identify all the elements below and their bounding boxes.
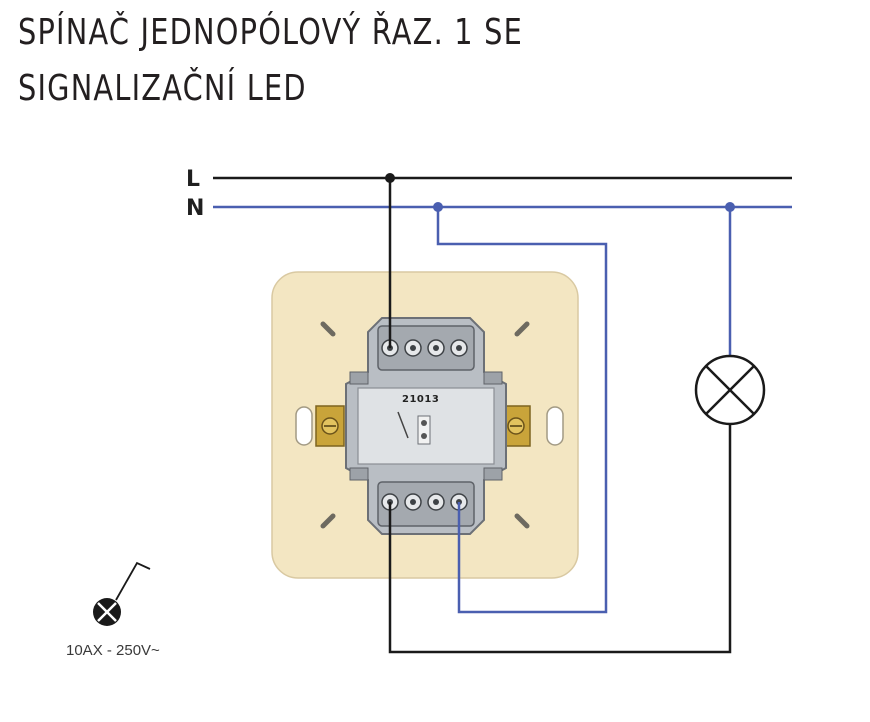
lamp-symbol [694, 354, 766, 426]
switch-mechanism [345, 317, 507, 535]
neutral-line-label: N [186, 196, 204, 221]
neutral-junction-switch [433, 202, 443, 212]
led-neutral-wire [436, 207, 608, 614]
switch-lamp-symbol-icon [93, 561, 151, 626]
title-line-2: SIGNALIZAČNÍ LED [18, 68, 307, 109]
model-number: 21013 [402, 394, 439, 405]
live-junction [385, 173, 395, 183]
left-fixing-claw [315, 405, 345, 447]
neutral-junction-lamp [725, 202, 735, 212]
live-line-label: L [186, 167, 200, 192]
upper-terminals [381, 339, 468, 357]
title-line-1: SPÍNAČ JEDNOPÓLOVÝ ŘAZ. 1 SE [18, 12, 524, 53]
switched-live-wire [388, 424, 732, 654]
rating-label: 10AX - 250V~ [66, 642, 160, 659]
